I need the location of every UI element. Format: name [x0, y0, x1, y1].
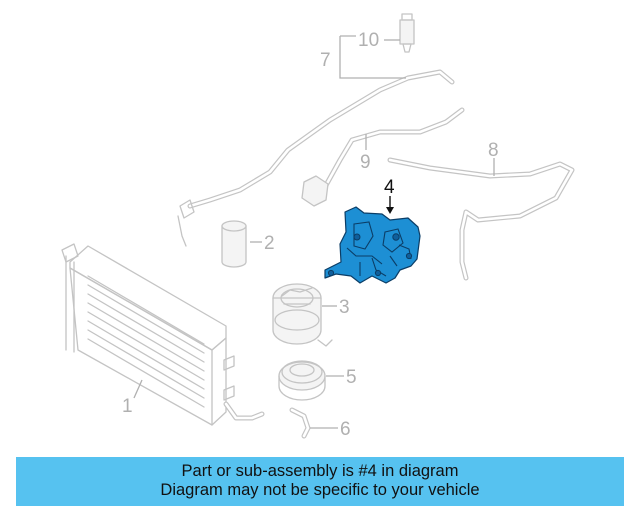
clutch-pulley-part-5	[278, 360, 326, 401]
leader-callout-7	[339, 35, 406, 79]
callout-7: 7	[320, 50, 331, 71]
banner-line-part-number: Part or sub-assembly is #4 in diagram	[181, 462, 459, 480]
callout-9: 9	[360, 152, 371, 173]
banner-line-disclaimer: Diagram may not be specific to your vehi…	[160, 481, 480, 499]
arrowhead-callout-4	[386, 207, 394, 214]
callout-8: 8	[488, 140, 499, 161]
callout-6: 6	[340, 419, 351, 440]
callout-10: 10	[358, 30, 379, 51]
ac-line-part-7	[177, 69, 455, 247]
notice-banner: Part or sub-assembly is #4 in diagram Di…	[16, 457, 624, 506]
compressor-part-3	[272, 283, 333, 347]
callout-5: 5	[346, 367, 357, 388]
callout-4: 4	[384, 177, 395, 198]
callout-3: 3	[339, 297, 350, 318]
callout-2: 2	[264, 233, 275, 254]
parts-diagram: 1 2 3 4 5 6 7 8 9 10	[61, 13, 575, 440]
pressure-switch-part-10	[399, 13, 415, 53]
callout-1: 1	[122, 396, 133, 417]
receiver-drier-part-2	[221, 220, 247, 268]
leader-callout-1	[133, 379, 143, 399]
condenser-part-1	[61, 243, 265, 426]
fitting-part-6	[289, 407, 311, 439]
compressor-bracket-part-4	[324, 206, 421, 284]
ac-line-part-9	[301, 107, 465, 207]
ac-line-part-8	[387, 157, 575, 281]
